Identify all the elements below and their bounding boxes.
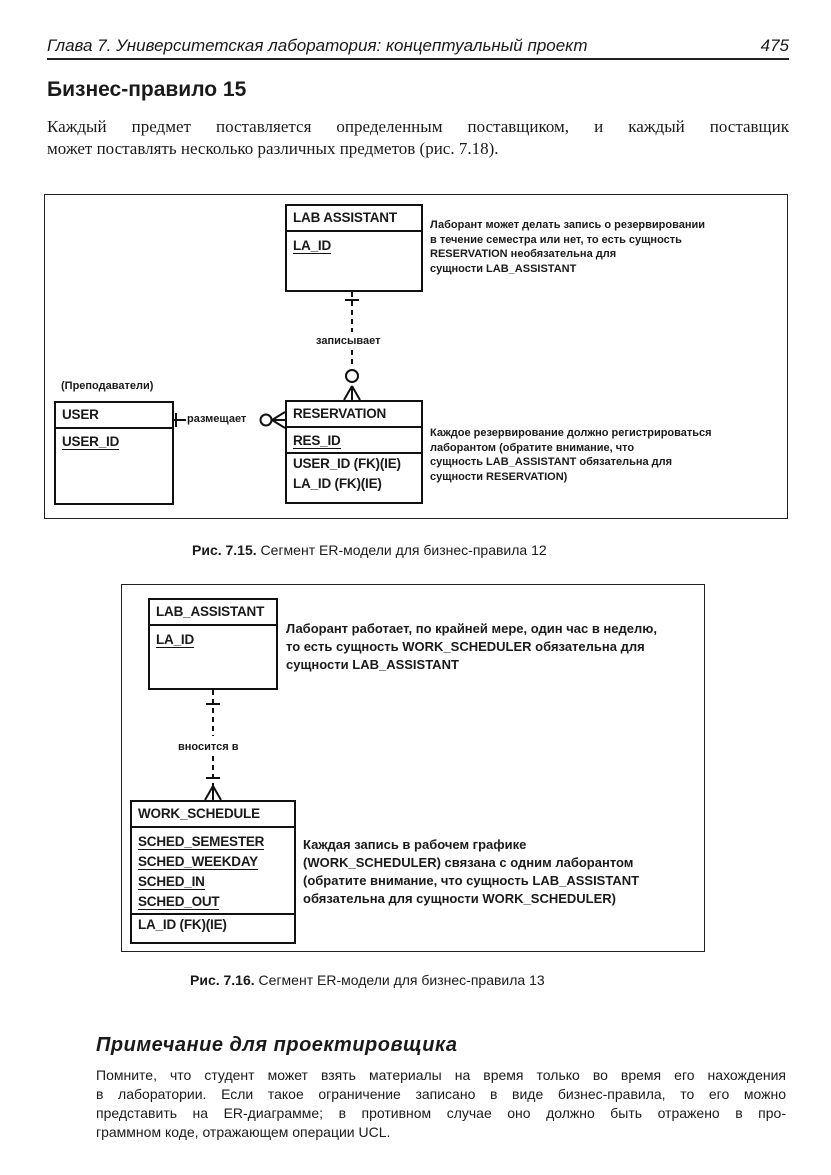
caption-text: Сегмент ER-модели для бизнес-правила 13 <box>258 972 545 988</box>
entity-name: LAB_ASSISTANT <box>150 600 276 626</box>
entity-work-schedule: WORK_SCHEDULE SCHED_SEMESTER SCHED_WEEKD… <box>130 800 296 944</box>
crows-foot-line <box>204 785 214 801</box>
entity-name: LAB ASSISTANT <box>287 206 421 232</box>
crows-foot-line <box>271 419 286 429</box>
entity-lab-assistant: LAB ASSISTANT LA_ID <box>285 204 423 292</box>
caption-number: Рис. 7.15. <box>192 542 257 558</box>
entity-attribute: USER_ID (FK)(IE) <box>293 456 401 471</box>
note-reservation-optional: Лаборант может делать запись о резервиро… <box>430 219 706 275</box>
entity-name: WORK_SCHEDULE <box>132 802 294 828</box>
figure-7-15-caption: Рис. 7.15. Сегмент ER-модели для бизнес-… <box>192 542 547 558</box>
page-number: 475 <box>760 36 789 55</box>
entity-name: RESERVATION <box>287 402 421 428</box>
entity-reservation: RESERVATION RES_ID USER_ID (FK)(IE) LA_I… <box>285 400 423 504</box>
figure-7-15-frame <box>44 194 788 519</box>
entity-key-attribute: SCHED_SEMESTER <box>138 834 265 850</box>
designer-note-text: Помните, что студент может взять материа… <box>96 1067 786 1140</box>
entity-key-attribute: SCHED_WEEKDAY <box>138 854 258 870</box>
cardinality-optional-circle <box>259 413 273 427</box>
entity-key-attribute: SCHED_OUT <box>138 894 220 910</box>
entity-attribute: LA_ID <box>293 238 332 254</box>
entity-key-attribute: RES_ID <box>293 433 341 449</box>
note-work-schedule-mandatory: Лаборант работает, по крайней мере, один… <box>286 621 657 672</box>
crows-foot-line <box>343 385 353 401</box>
entity-key-attribute: SCHED_IN <box>138 874 205 890</box>
caption-text: Сегмент ER-модели для бизнес-правила 12 <box>260 542 547 558</box>
crows-foot-line <box>212 785 222 801</box>
entity-attribute: USER_ID <box>62 434 120 450</box>
relationship-label-records: записывает <box>316 335 381 347</box>
designer-note-heading: Примечание для проектировщика <box>96 1034 458 1056</box>
note-lab-assistant-mandatory: Каждая запись в рабочем графике (WORK_SC… <box>303 837 640 906</box>
rule-heading: Бизнес-правило 15 <box>47 78 247 101</box>
entity-user: USER USER_ID <box>54 401 174 505</box>
running-head: Глава 7. Университетская лаборатория: ко… <box>47 34 789 60</box>
caption-number: Рис. 7.16. <box>190 972 255 988</box>
crows-foot-line <box>351 385 361 401</box>
note-lab-assistant-mandatory: Каждое резервирование должно регистриров… <box>430 427 712 483</box>
figure-7-16-caption: Рис. 7.16. Сегмент ER-модели для бизнес-… <box>190 972 545 988</box>
entity-attribute: LA_ID (FK)(IE) <box>138 917 227 932</box>
cardinality-optional-circle <box>345 369 359 383</box>
user-group-label: (Преподаватели) <box>61 380 154 392</box>
entity-name: USER <box>56 403 172 429</box>
relationship-label-places: размещает <box>187 413 247 425</box>
relationship-label-entered: вносится в <box>178 741 239 753</box>
figure-7-16-frame <box>121 584 705 952</box>
entity-attribute: LA_ID (FK)(IE) <box>293 476 382 491</box>
chapter-title: Глава 7. Университетская лаборатория: ко… <box>47 36 588 55</box>
rule-text-line1: Каждый предмет поставляется определенным… <box>47 117 789 136</box>
entity-lab-assistant: LAB_ASSISTANT LA_ID <box>148 598 278 690</box>
rule-text-line2: может поставлять несколько различных пре… <box>47 139 499 158</box>
entity-attribute: LA_ID <box>156 632 195 648</box>
crows-foot-line <box>271 411 286 421</box>
